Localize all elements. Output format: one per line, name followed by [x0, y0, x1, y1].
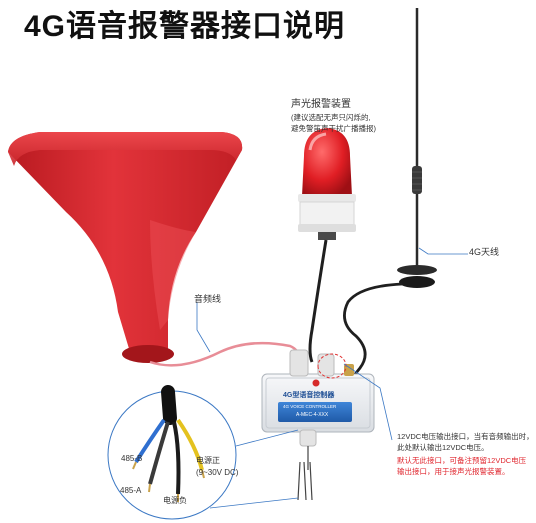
antenna-label: 4G天线: [469, 247, 500, 257]
strobe-light: [298, 128, 356, 240]
wire-zoom-circle: [107, 385, 299, 520]
port-note-line-1: 12VDC电压输出接口，当有音频输出时，: [397, 432, 534, 441]
bottom-cable: [297, 446, 313, 501]
device-model: A-MEC-4-XXX: [296, 412, 329, 418]
power-negative-label: 电源负: [163, 496, 187, 505]
strobe-title: 声光报警装置: [291, 99, 351, 110]
controller-box: [261, 349, 375, 447]
antenna-cable: [343, 282, 403, 379]
red-highlight-circle: [317, 353, 347, 379]
antenna-callout-line: [418, 247, 468, 255]
port-note-line-3: 默认无此接口，可备注预留12VDC电压: [397, 456, 527, 465]
audio-callout-line: [196, 302, 211, 353]
audio-line-label: 音频线: [194, 294, 222, 304]
port-note-line-2: 此处默认输出12VDC电压。: [397, 443, 489, 452]
page-title: 4G语音报警器接口说明: [24, 10, 346, 43]
strobe-note-2: 避免警笛声干扰广播播报): [291, 124, 376, 133]
device-name: 4G型语音控制器: [283, 392, 335, 399]
strobe-cable: [308, 239, 328, 363]
wire-485a-label: 485-A: [120, 486, 142, 495]
power-range-label: (9~30V DC): [196, 468, 239, 477]
antenna: [397, 8, 437, 288]
wire-485b-label: 485-B: [121, 454, 143, 463]
port-callout-line: [343, 363, 393, 441]
device-subtitle: 4G VOICE CONTROLLER: [283, 404, 337, 409]
strobe-note-1: (建议选配无声只闪烁的,: [291, 113, 371, 122]
horn-speaker: [8, 132, 243, 363]
port-note-line-4: 输出接口，用于接声光报警装置。: [397, 467, 510, 476]
power-positive-label: 电源正: [196, 456, 220, 465]
